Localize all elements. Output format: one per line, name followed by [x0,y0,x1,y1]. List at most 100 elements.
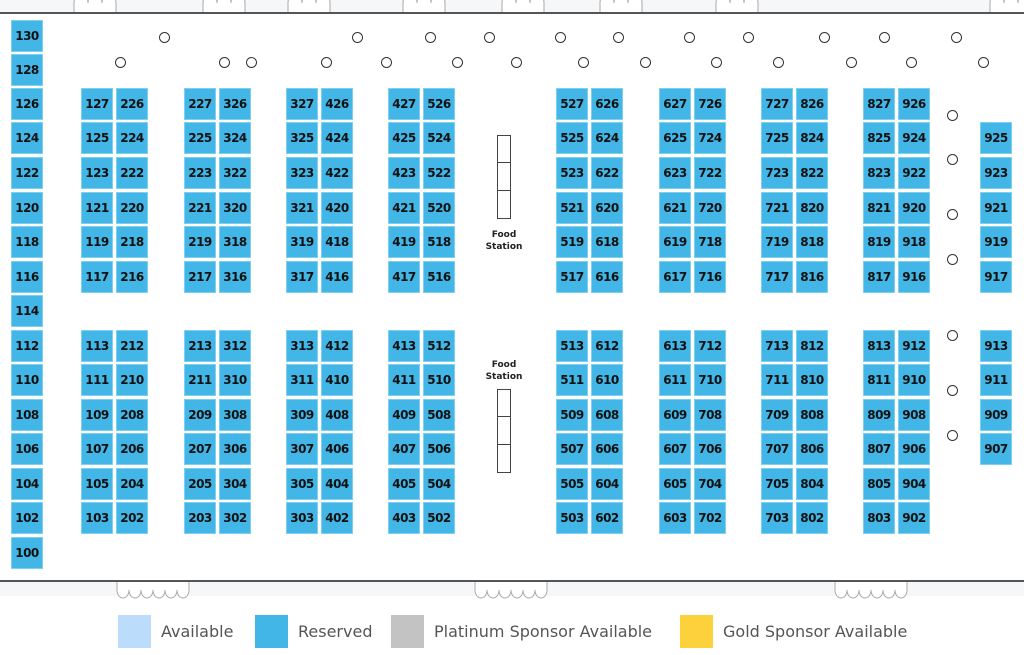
booth-114[interactable]: 114 [11,295,43,327]
booth-104[interactable]: 104 [11,468,43,500]
booth-904[interactable]: 904 [898,468,930,500]
booth-308[interactable]: 308 [219,399,251,431]
booth-106[interactable]: 106 [11,433,43,465]
booth-306[interactable]: 306 [219,433,251,465]
booth-906[interactable]: 906 [898,433,930,465]
booth-907[interactable]: 907 [980,433,1012,465]
booth-720[interactable]: 720 [694,192,726,224]
booth-126[interactable]: 126 [11,88,43,120]
booth-105[interactable]: 105 [81,468,113,500]
booth-610[interactable]: 610 [591,364,623,396]
booth-304[interactable]: 304 [219,468,251,500]
booth-624[interactable]: 624 [591,122,623,154]
booth-424[interactable]: 424 [321,122,353,154]
booth-824[interactable]: 824 [796,122,828,154]
booth-709[interactable]: 709 [761,399,793,431]
booth-918[interactable]: 918 [898,226,930,258]
booth-825[interactable]: 825 [863,122,895,154]
booth-822[interactable]: 822 [796,157,828,189]
booth-307[interactable]: 307 [286,433,318,465]
booth-520[interactable]: 520 [423,192,455,224]
booth-205[interactable]: 205 [184,468,216,500]
booth-827[interactable]: 827 [863,88,895,120]
booth-422[interactable]: 422 [321,157,353,189]
booth-616[interactable]: 616 [591,261,623,293]
booth-212[interactable]: 212 [116,330,148,362]
booth-408[interactable]: 408 [321,399,353,431]
booth-108[interactable]: 108 [11,399,43,431]
booth-221[interactable]: 221 [184,192,216,224]
booth-611[interactable]: 611 [659,364,691,396]
booth-909[interactable]: 909 [980,399,1012,431]
booth-603[interactable]: 603 [659,502,691,534]
booth-317[interactable]: 317 [286,261,318,293]
booth-113[interactable]: 113 [81,330,113,362]
booth-425[interactable]: 425 [388,122,420,154]
booth-626[interactable]: 626 [591,88,623,120]
booth-324[interactable]: 324 [219,122,251,154]
booth-606[interactable]: 606 [591,433,623,465]
booth-410[interactable]: 410 [321,364,353,396]
booth-723[interactable]: 723 [761,157,793,189]
booth-716[interactable]: 716 [694,261,726,293]
booth-702[interactable]: 702 [694,502,726,534]
booth-608[interactable]: 608 [591,399,623,431]
booth-703[interactable]: 703 [761,502,793,534]
booth-210[interactable]: 210 [116,364,148,396]
booth-513[interactable]: 513 [556,330,588,362]
booth-116[interactable]: 116 [11,261,43,293]
booth-625[interactable]: 625 [659,122,691,154]
booth-305[interactable]: 305 [286,468,318,500]
booth-220[interactable]: 220 [116,192,148,224]
booth-204[interactable]: 204 [116,468,148,500]
booth-509[interactable]: 509 [556,399,588,431]
booth-727[interactable]: 727 [761,88,793,120]
booth-413[interactable]: 413 [388,330,420,362]
booth-711[interactable]: 711 [761,364,793,396]
booth-617[interactable]: 617 [659,261,691,293]
booth-704[interactable]: 704 [694,468,726,500]
booth-806[interactable]: 806 [796,433,828,465]
booth-612[interactable]: 612 [591,330,623,362]
booth-721[interactable]: 721 [761,192,793,224]
booth-412[interactable]: 412 [321,330,353,362]
booth-811[interactable]: 811 [863,364,895,396]
booth-920[interactable]: 920 [898,192,930,224]
booth-403[interactable]: 403 [388,502,420,534]
booth-802[interactable]: 802 [796,502,828,534]
booth-327[interactable]: 327 [286,88,318,120]
booth-505[interactable]: 505 [556,468,588,500]
booth-206[interactable]: 206 [116,433,148,465]
booth-917[interactable]: 917 [980,261,1012,293]
booth-619[interactable]: 619 [659,226,691,258]
booth-724[interactable]: 724 [694,122,726,154]
booth-402[interactable]: 402 [321,502,353,534]
booth-318[interactable]: 318 [219,226,251,258]
booth-921[interactable]: 921 [980,192,1012,224]
booth-726[interactable]: 726 [694,88,726,120]
booth-613[interactable]: 613 [659,330,691,362]
booth-216[interactable]: 216 [116,261,148,293]
booth-405[interactable]: 405 [388,468,420,500]
booth-419[interactable]: 419 [388,226,420,258]
booth-128[interactable]: 128 [11,54,43,86]
booth-812[interactable]: 812 [796,330,828,362]
booth-102[interactable]: 102 [11,502,43,534]
booth-621[interactable]: 621 [659,192,691,224]
booth-506[interactable]: 506 [423,433,455,465]
booth-107[interactable]: 107 [81,433,113,465]
booth-512[interactable]: 512 [423,330,455,362]
booth-911[interactable]: 911 [980,364,1012,396]
booth-521[interactable]: 521 [556,192,588,224]
booth-411[interactable]: 411 [388,364,420,396]
booth-925[interactable]: 925 [980,122,1012,154]
booth-923[interactable]: 923 [980,157,1012,189]
booth-507[interactable]: 507 [556,433,588,465]
booth-809[interactable]: 809 [863,399,895,431]
booth-510[interactable]: 510 [423,364,455,396]
booth-524[interactable]: 524 [423,122,455,154]
booth-219[interactable]: 219 [184,226,216,258]
booth-821[interactable]: 821 [863,192,895,224]
booth-508[interactable]: 508 [423,399,455,431]
booth-312[interactable]: 312 [219,330,251,362]
